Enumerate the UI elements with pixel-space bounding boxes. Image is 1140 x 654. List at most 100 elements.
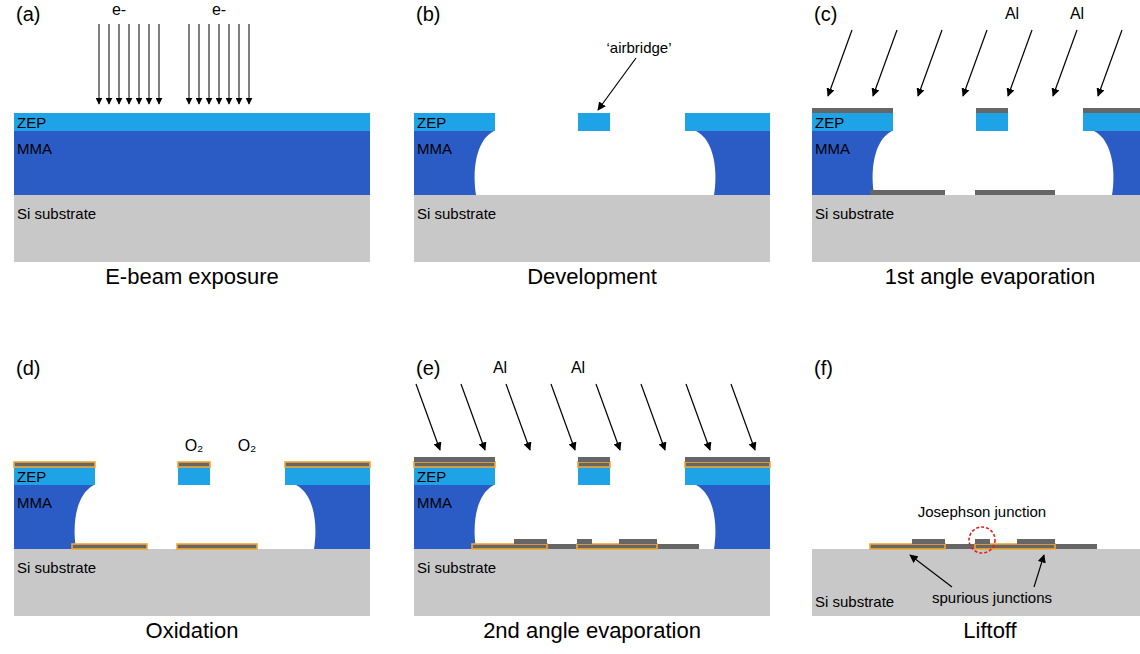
zep-layer (414, 113, 495, 131)
arrow (506, 384, 530, 450)
arrow (129, 24, 130, 104)
substrate (414, 195, 770, 262)
mma-layer (414, 485, 770, 549)
layer-label: ZEP (17, 115, 46, 130)
layer-label: ZEP (815, 115, 844, 130)
arrow (159, 24, 160, 104)
zep-layer (1083, 113, 1140, 131)
substrate (414, 549, 770, 616)
layer-label: MMA (17, 141, 52, 156)
undercut-cavity (75, 485, 316, 549)
arrow (1034, 555, 1044, 587)
layer-label: Si substrate (815, 594, 894, 609)
zep-layer (14, 467, 95, 485)
zep-layer (578, 467, 610, 485)
substrate (14, 549, 370, 616)
material-label: Al (571, 360, 585, 376)
arrow (686, 384, 710, 450)
arrow (229, 24, 230, 104)
arrow (209, 24, 210, 104)
arrow (873, 30, 897, 96)
panel-letter: (a) (16, 4, 40, 24)
layer-label: MMA (17, 495, 52, 510)
al-film (577, 544, 657, 549)
al-film (1017, 539, 1055, 544)
layer-label: ZEP (417, 115, 446, 130)
zep-layer (178, 467, 210, 485)
arrow (119, 24, 120, 104)
arrow (596, 384, 620, 450)
layer-label: MMA (417, 141, 452, 156)
layer-label: MMA (815, 141, 850, 156)
al-film (578, 457, 610, 462)
al-film (975, 544, 1055, 549)
arrow (641, 384, 665, 450)
substrate (14, 195, 370, 262)
al-film (685, 457, 770, 462)
zep-layer (14, 113, 370, 131)
arrow (461, 384, 485, 450)
arrow (149, 24, 150, 104)
layer-label: Si substrate (417, 560, 496, 575)
process-panel (414, 58, 770, 262)
arrow (416, 384, 440, 450)
arrow (551, 384, 575, 450)
panel-letter: (c) (814, 4, 837, 24)
panel-letter: (e) (416, 358, 440, 378)
al-film (975, 539, 990, 544)
zep-layer (285, 467, 370, 485)
process-panel (14, 462, 370, 616)
process-panel (812, 527, 1140, 616)
al-film (177, 544, 257, 549)
al-film (619, 539, 657, 544)
arrow (731, 384, 755, 450)
al-film (472, 544, 547, 549)
panel-letter: (b) (416, 4, 440, 24)
arrow (139, 24, 140, 104)
al-film (812, 108, 893, 113)
al-film (870, 544, 945, 549)
al-film (1083, 108, 1140, 113)
mma-layer (14, 485, 370, 549)
layer-label: MMA (417, 495, 452, 510)
arrow (199, 24, 200, 104)
layer-label: Si substrate (417, 206, 496, 221)
arrow (99, 24, 100, 104)
al-film (976, 108, 1008, 113)
arrow (1053, 30, 1077, 96)
callout-label: Josephson junction (918, 504, 1046, 519)
arrow (910, 555, 952, 587)
undercut-cavity (475, 131, 716, 195)
panel-letter: (d) (16, 358, 40, 378)
undercut-cavity (475, 485, 716, 549)
al-film (577, 539, 592, 544)
mma-layer (414, 131, 770, 195)
zep-layer (414, 467, 495, 485)
arrow (189, 24, 190, 104)
arrow (598, 58, 636, 110)
process-panel (14, 24, 370, 262)
step-caption: 2nd angle evaporation (483, 620, 701, 642)
step-caption: 1st angle evaporation (885, 266, 1095, 288)
substrate (812, 195, 1140, 262)
arrow (1008, 30, 1032, 96)
step-caption: Development (527, 266, 657, 288)
junction-marker (969, 527, 995, 553)
gas-label: O₂ (238, 438, 257, 454)
step-caption: Oxidation (146, 620, 239, 642)
arrow (249, 24, 250, 104)
panel-letter: (f) (814, 358, 833, 378)
al-film (975, 190, 1055, 195)
beam-label: e- (112, 2, 126, 18)
layer-label: ZEP (17, 469, 46, 484)
al-film (178, 462, 210, 467)
zep-layer (685, 467, 770, 485)
al-film (72, 544, 147, 549)
al-film (14, 462, 95, 467)
material-label: Al (1005, 6, 1019, 22)
material-label: Al (493, 360, 507, 376)
layer-label: ZEP (417, 469, 446, 484)
al-film (414, 462, 495, 467)
